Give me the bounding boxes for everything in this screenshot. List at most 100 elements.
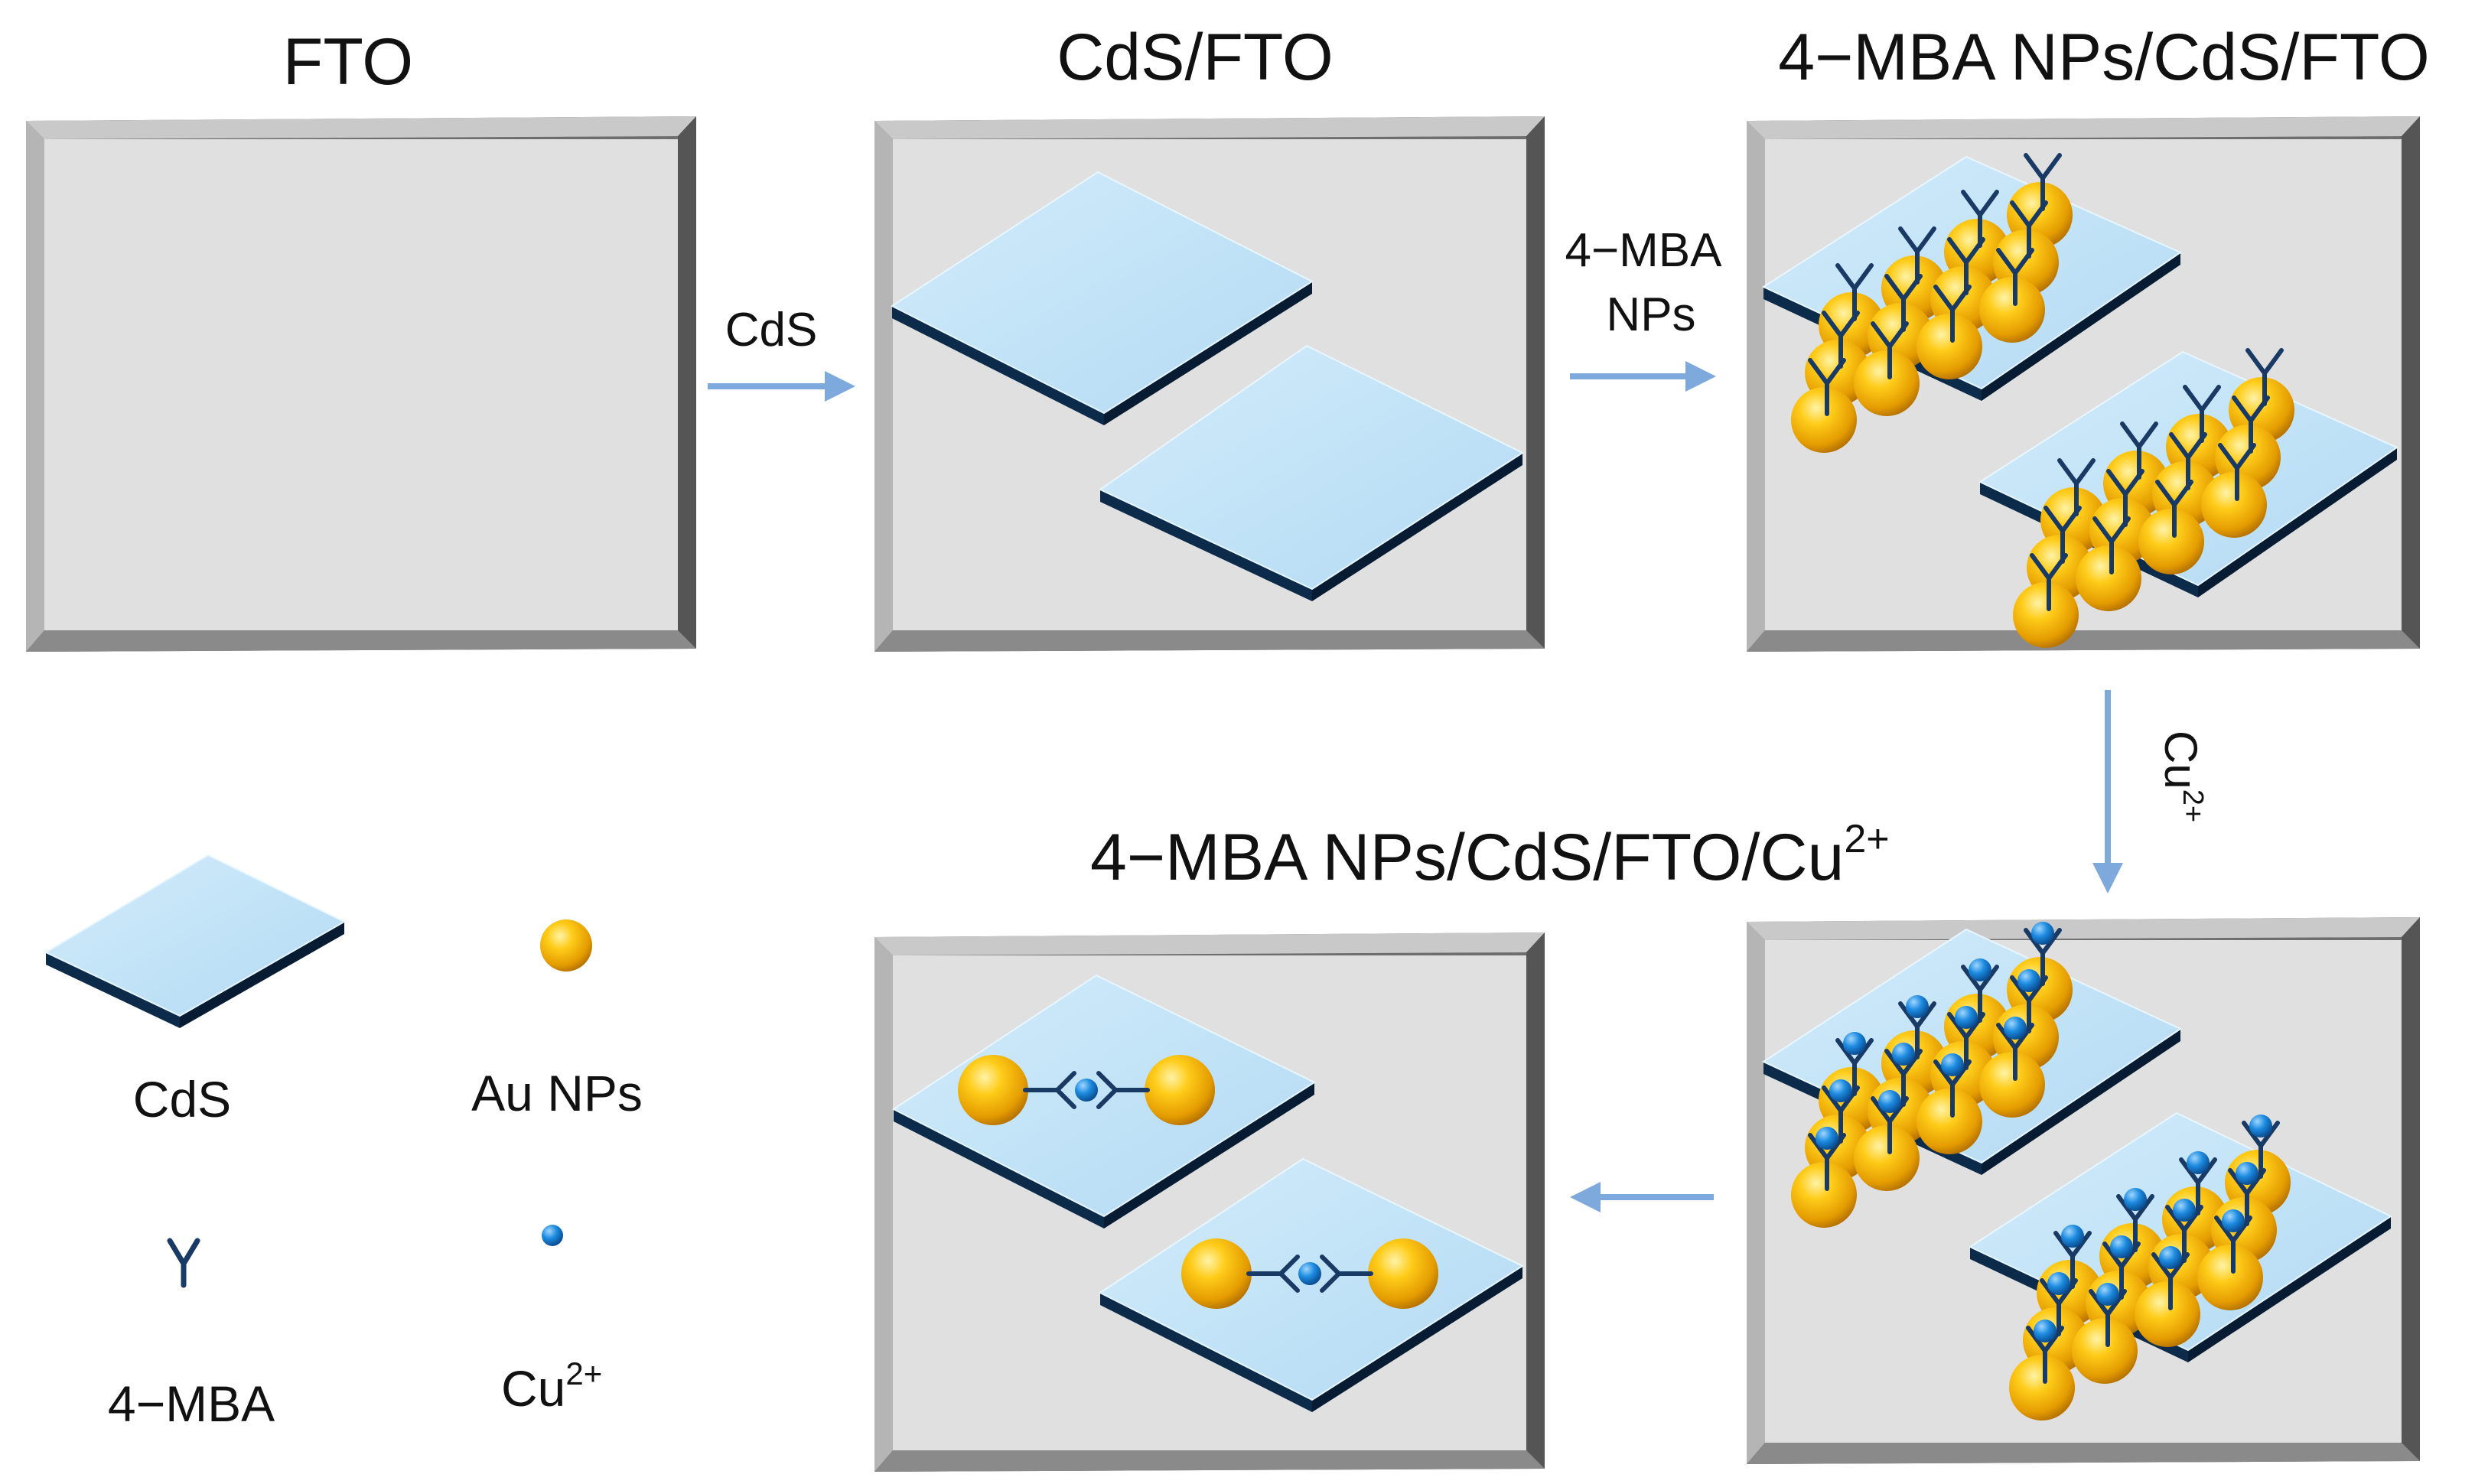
cu-ion xyxy=(2061,1225,2084,1248)
au-nanoparticle xyxy=(1916,314,1982,379)
cu-ion xyxy=(1075,1079,1098,1102)
au-np-cluster xyxy=(1791,153,2073,453)
au-np-cluster xyxy=(2013,348,2294,648)
title-final: 4−MBA NPs/CdS/FTO/Cu2+ xyxy=(1090,817,1890,894)
cu-ion xyxy=(2110,1235,2133,1258)
plate-cds-fto xyxy=(874,116,1545,652)
step-label-mba-line1: 4−MBA xyxy=(1565,224,1722,277)
legend-label-cu: Cu2+ xyxy=(501,1355,602,1417)
mba-ligand xyxy=(1808,358,1846,416)
cu-ion xyxy=(2124,1188,2147,1211)
cu-ion xyxy=(1969,958,1991,981)
cu-ion xyxy=(1816,1127,1838,1150)
cds-film xyxy=(44,854,347,1028)
mba-ligand xyxy=(2026,1326,2064,1384)
au-nanoparticle xyxy=(2138,509,2204,574)
au-nanoparticle xyxy=(2013,582,2079,648)
au-nanoparticle xyxy=(1854,1125,1920,1191)
mba-ligand xyxy=(1023,1071,1076,1109)
mba-ligand xyxy=(1808,1133,1846,1191)
au-nanoparticle xyxy=(1916,1089,1982,1154)
cu-ion xyxy=(2096,1283,2119,1306)
au-nanoparticle xyxy=(1979,277,2045,343)
cds-film xyxy=(892,974,1317,1229)
mba-ligand xyxy=(2218,443,2256,501)
plate-fto xyxy=(26,116,696,652)
au-nanoparticle xyxy=(1854,350,1920,416)
cu-ion xyxy=(1906,995,1929,1018)
crosslinked-pair xyxy=(1181,1238,1438,1309)
title-final-superscript: 2+ xyxy=(1844,817,1889,861)
title-mba-cds-fto: 4−MBA NPs/CdS/FTO xyxy=(1778,21,2430,94)
mba-ligand xyxy=(1871,321,1909,379)
au-nanoparticle xyxy=(1368,1238,1438,1309)
au-nanoparticle xyxy=(2135,1281,2200,1347)
cds-film xyxy=(890,171,1314,425)
cu-ion xyxy=(2034,1320,2057,1342)
mba-ligand xyxy=(2092,516,2131,574)
cds-film xyxy=(1099,344,1525,601)
legend-label-cds: CdS xyxy=(133,1071,231,1128)
cu-ion xyxy=(2249,1115,2272,1137)
step-label-mba-line2: NPs xyxy=(1606,288,1695,341)
legend-label-mba: 4−MBA xyxy=(108,1375,275,1432)
step-label-cds: CdS xyxy=(725,304,818,356)
au-np-cluster xyxy=(1791,922,2073,1228)
mba-ligand xyxy=(1871,1096,1909,1154)
cu-ion xyxy=(2031,922,2054,945)
cu-ion xyxy=(2047,1272,2070,1295)
legend-label-au-nps: Au NPs xyxy=(471,1065,643,1121)
au-np-cluster xyxy=(2009,1115,2291,1421)
mba-ligand xyxy=(1246,1255,1300,1293)
step-label-cu: Cu2+ xyxy=(2155,731,2209,822)
cu-ion xyxy=(1878,1090,1901,1113)
au-nanoparticle xyxy=(1979,1052,2045,1118)
au-nanoparticle xyxy=(958,1055,1028,1125)
cu-ion xyxy=(1955,1006,1978,1029)
legend-label-cu-superscript: 2+ xyxy=(565,1355,602,1391)
cu-ion xyxy=(2017,969,2040,992)
mba-ligand xyxy=(2151,1252,2190,1310)
cu-ion xyxy=(1829,1079,1852,1102)
nanoparticle-layer xyxy=(1791,153,2294,1421)
au-nanoparticle xyxy=(2197,1245,2263,1310)
step-label-cu-superscript: 2+ xyxy=(2177,789,2209,822)
legend-au-nps-icon xyxy=(540,919,592,971)
mba-ligand xyxy=(2030,553,2068,611)
title-fto: FTO xyxy=(283,25,413,99)
au-nanoparticle xyxy=(2076,545,2141,611)
legend-mba-icon xyxy=(167,1238,200,1288)
au-nanoparticle xyxy=(2201,472,2267,538)
au-nanoparticle xyxy=(1145,1055,1215,1125)
legend-cds-icon xyxy=(44,854,347,1028)
cu-ion xyxy=(2187,1151,2210,1174)
mba-ligand xyxy=(2155,480,2193,538)
legend-label-cu-main: Cu xyxy=(501,1360,565,1417)
mba-ligand xyxy=(2089,1289,2127,1347)
title-final-main: 4−MBA NPs/CdS/FTO/Cu xyxy=(1090,821,1844,894)
cu-ion xyxy=(2004,1017,2027,1040)
au-nanoparticle xyxy=(1181,1238,1252,1309)
plate-final xyxy=(874,932,1545,1472)
legend-cu-icon xyxy=(542,1225,563,1246)
mba-ligand xyxy=(1096,1071,1150,1109)
au-nanoparticle xyxy=(1791,387,1857,453)
mba-ligand xyxy=(1933,1059,1972,1118)
step-label-cu-main: Cu xyxy=(2155,731,2206,789)
title-cds-fto: CdS/FTO xyxy=(1057,21,1334,94)
crosslinked-complexes xyxy=(958,1055,1438,1309)
cu-ion xyxy=(1298,1262,1321,1285)
au-nanoparticle xyxy=(1791,1162,1857,1228)
mba-ligand xyxy=(1996,1023,2034,1081)
mba-ligand xyxy=(1933,285,1972,343)
cu-ion xyxy=(1941,1053,1964,1076)
au-nanoparticle xyxy=(2072,1318,2138,1384)
mba-ligand xyxy=(2214,1216,2252,1274)
au-nanoparticle xyxy=(2009,1355,2075,1421)
cu-ion xyxy=(1892,1043,1915,1066)
crosslinked-pair xyxy=(958,1055,1215,1125)
cu-ion xyxy=(2236,1162,2258,1185)
mba-ligand xyxy=(1320,1255,1373,1293)
cu-ion xyxy=(2173,1199,2196,1222)
